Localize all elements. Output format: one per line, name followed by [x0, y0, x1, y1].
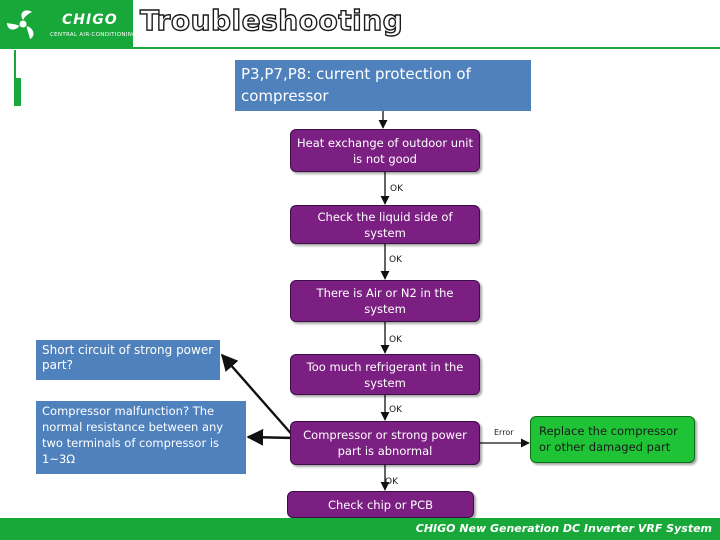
- brand-name: CHIGO: [62, 12, 118, 28]
- connector-step5-compressor-note: [246, 428, 296, 446]
- header-divider: [0, 47, 720, 49]
- error-label: Error: [494, 428, 514, 437]
- page-title: Troubleshooting: [139, 3, 404, 37]
- fan-logo-icon: [7, 10, 34, 39]
- ok-label: OK: [390, 184, 403, 194]
- footer-text: CHIGO New Generation DC Inverter VRF Sys…: [415, 522, 712, 535]
- step-check-liquid-side: Check the liquid side of system: [290, 205, 480, 244]
- step-air-in-system: There is Air or N2 in the system: [290, 280, 480, 322]
- replace-compressor-box: Replace the compressor or other damaged …: [530, 416, 695, 463]
- ok-label: OK: [389, 255, 402, 265]
- compressor-malfunction-note: Compressor malfunction? The normal resis…: [36, 401, 246, 474]
- fault-title-box: P3,P7,P8: current protection of compress…: [235, 60, 531, 111]
- ok-label: OK: [389, 335, 402, 345]
- footer-bar: [0, 518, 720, 540]
- short-circuit-note: Short circuit of strong power part?: [36, 340, 220, 380]
- brand-logo: CHIGO CENTRAL AIR-CONDITIONING: [0, 0, 136, 47]
- side-accent-bar: [14, 78, 21, 106]
- brand-tagline: CENTRAL AIR-CONDITIONING: [50, 32, 137, 38]
- ok-label: OK: [389, 405, 402, 415]
- step-heat-exchange: Heat exchange of outdoor unit is not goo…: [290, 129, 480, 172]
- ok-label: OK: [385, 477, 398, 487]
- step-compressor-abnormal: Compressor or strong power part is abnor…: [290, 421, 480, 465]
- step-too-much-refrigerant: Too much refrigerant in the system: [290, 354, 480, 395]
- step-check-chip-pcb: Check chip or PCB: [287, 491, 474, 518]
